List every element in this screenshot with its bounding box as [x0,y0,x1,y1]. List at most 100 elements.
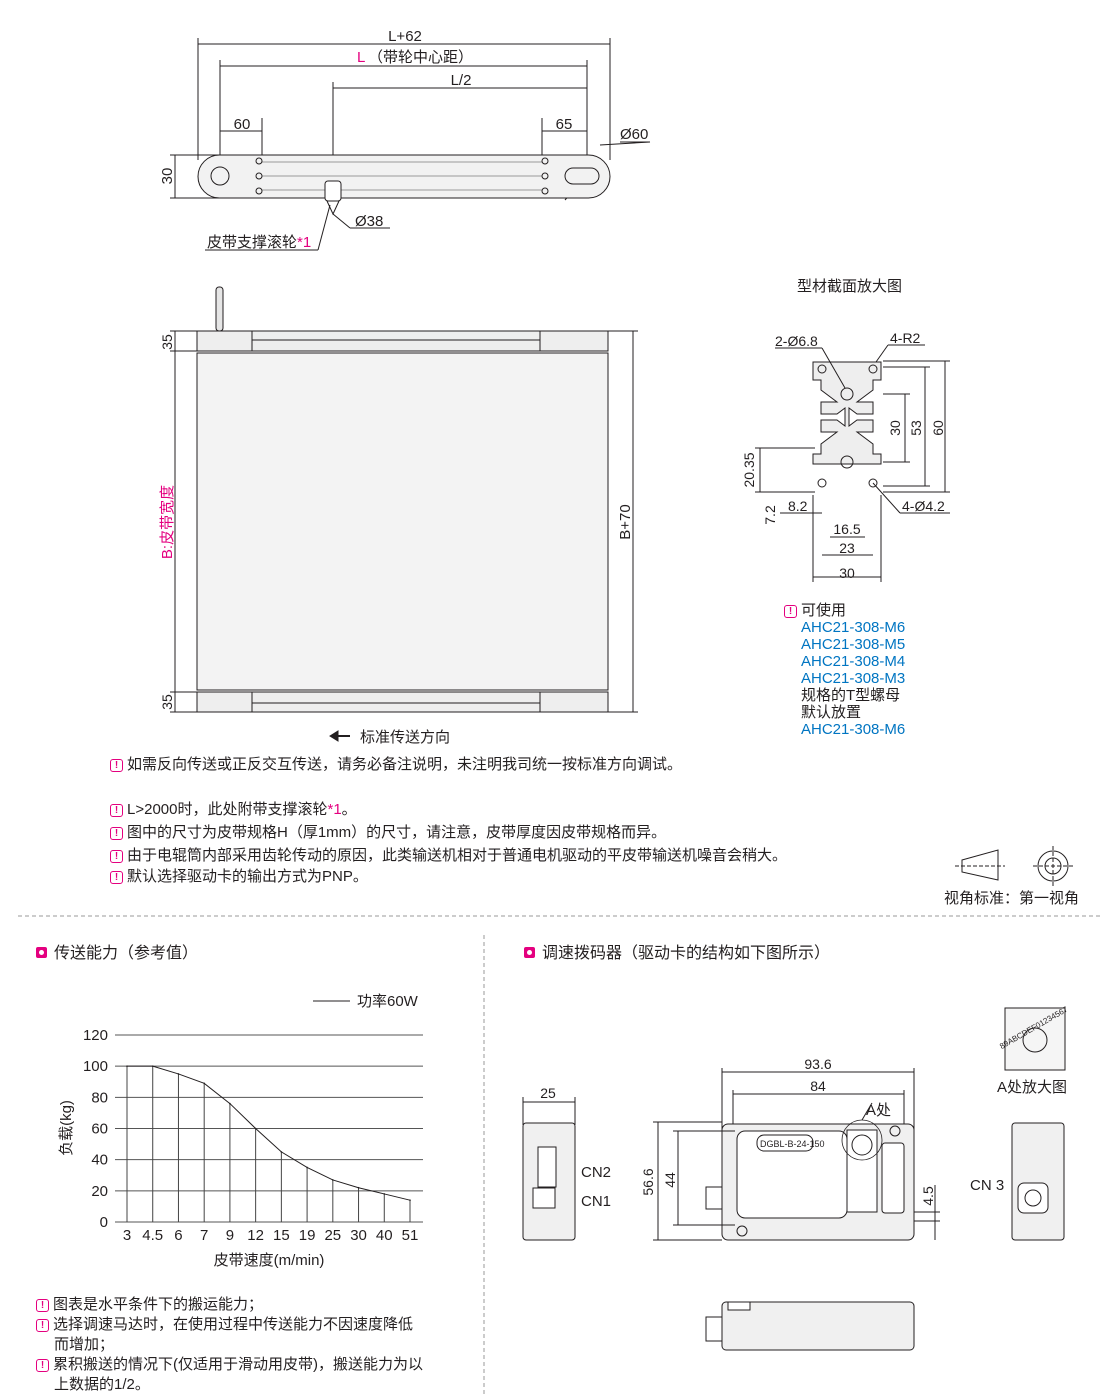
data-point [306,1166,308,1169]
nut-item: AHC21-308-M3 [801,670,906,687]
note-text: 选择调速马达时，在使用过程中传送能力不因速度降低 [53,1316,414,1333]
dim-radius: 4-R2 [890,330,921,346]
nut-default-item: AHC21-308-M6 [801,721,906,738]
dim-165: 16.5 [833,521,860,537]
nut-item: AHC21-308-M4 [801,653,906,670]
warning-icon: ! [36,1359,49,1372]
warning-icon: ! [36,1319,49,1332]
note-text: 累积搬送的情况下(仅适用于滑动用皮带)，搬送能力为以 [53,1356,423,1373]
y-tick-label: 80 [91,1089,108,1106]
dim-right: 65 [556,116,573,133]
capacity-title: 传送能力（参考值） [36,939,198,963]
warning-icon: ! [110,804,123,817]
data-point [229,1102,231,1105]
warning-icon: ! [784,605,797,618]
dim-82: 8.2 [788,498,808,514]
section-icon [36,947,47,958]
dim-left: 60 [234,116,251,133]
a-zoom-label: A处放大图 [997,1079,1067,1096]
x-tick-label: 7 [200,1227,208,1244]
card-label: DGBL-B-24-150 [760,1139,825,1149]
note-text: 上数据的1/2。 [54,1376,150,1393]
dim-84: 84 [810,1078,826,1094]
x-tick-label: 25 [324,1227,341,1244]
nut-default-label: 默认放置 [801,704,862,721]
profile-title: 型材截面放大图 [797,278,902,295]
dim-dia38: Ø38 [355,213,383,230]
cn1-label: CN1 [581,1193,611,1210]
note-text: 由于电辊筒内部采用齿轮传动的原因，此类输送机相对于普通电机驱动的平皮带输送机噪音… [127,847,788,864]
note-reverse: !如需反向传送或正反交互传送，请务必备注说明，未注明我司统一按标准方向调试。 [110,754,682,776]
note-text: 如需反向传送或正反交互传送，请务必备注说明，未注明我司统一按标准方向调试。 [127,756,683,773]
speed-title-text: 调速拨码器（驱动卡的结构如下图所示） [542,945,831,962]
x-tick-label: 9 [226,1227,234,1244]
view-standard: 视角标准：第一视角 [944,890,1080,907]
note-text: 图表是水平条件下的搬运能力； [53,1296,264,1313]
direction-label: 标准传送方向 [360,729,450,746]
note-text: L>2000时，此处附带支撑滚轮 [127,801,328,818]
note-text: 图中的尺寸为皮带规格H（厚1mm）的尺寸，请注意，皮带厚度因皮带规格而异。 [127,824,667,841]
dim-l-text: （带轮中心距） [368,49,473,66]
y-tick-label: 40 [91,1152,108,1169]
x-tick-label: 4.5 [142,1227,163,1244]
first-angle-symbol [955,846,1073,886]
dim-23: 23 [839,540,855,556]
note-text: 默认选择驱动卡的输出方式为PNP。 [127,868,368,885]
data-point [254,1127,257,1130]
note-end: 。 [341,801,357,818]
data-point [357,1186,360,1189]
dim-60: 60 [930,420,946,436]
x-tick-label: 15 [273,1227,290,1244]
cn2-label: CN2 [581,1164,611,1181]
note-4: !默认选择驱动卡的输出方式为PNP。 [110,866,368,888]
nut-item: AHC21-308-M5 [801,636,906,653]
dim-72: 7.2 [762,505,778,525]
dim-total: L+62 [388,28,422,45]
legend-label: 功率60W [357,993,419,1010]
speed-title: 调速拨码器（驱动卡的结构如下图所示） [524,939,830,963]
x-tick-label: 40 [376,1227,393,1244]
data-point [203,1082,205,1085]
dim-44: 44 [662,1172,678,1188]
dim-holes: 2-Ø6.8 [775,333,818,349]
dim-dia60: Ø60 [620,126,648,143]
note-text: 而增加； [54,1336,115,1353]
speed-card-drawings: 25 93.6 84 56.6 44 4.5 A处 DGBL-B-24-150 … [522,1004,1070,1351]
data-point [126,1065,128,1067]
note-mark: *1 [327,801,342,818]
dim-bottom: 35 [159,694,175,710]
note-3: !由于电辊筒内部采用齿轮传动的原因，此类输送机相对于普通电机驱动的平皮带输送机噪… [110,845,787,867]
direction-arrow-icon [329,730,339,742]
data-point [151,1065,154,1067]
series-line-60w [127,1065,411,1201]
x-tick-label: 6 [174,1227,182,1244]
warning-icon: ! [36,1299,49,1312]
y-tick-label: 60 [91,1121,108,1138]
profile-section: 型材截面放大图 2-Ø6.8 4-R2 30 53 60 20.35 7.2 8… [741,278,950,582]
roller-label-text: 皮带支撑滚轮 [207,234,297,251]
dim-top: 35 [159,334,175,350]
dim-25: 25 [540,1085,556,1101]
x-axis-label: 皮带速度(m/min) [214,1252,325,1269]
x-tick-label: 3 [123,1227,131,1244]
nut-item: AHC21-308-M6 [801,619,906,636]
dim-2035: 20.35 [741,452,757,487]
y-tick-label: 20 [91,1183,108,1200]
y-tick-label: 0 [100,1214,108,1231]
note-1: ! L>2000时，此处附带支撑滚轮*1。 [110,799,357,821]
dim-56-6: 56.6 [640,1168,656,1195]
y-axis-label: 负载(kg) [58,1100,75,1156]
y-tick-label: 100 [83,1058,108,1075]
roller-label: 皮带支撑滚轮*1 [207,234,311,251]
x-tick-label: 51 [402,1227,419,1244]
note-2: !图中的尺寸为皮带规格H（厚1mm）的尺寸，请注意，皮带厚度因皮带规格而异。 [110,822,666,844]
dim-93-6: 93.6 [804,1056,831,1072]
nut-note-label: 可使用 [801,602,847,619]
data-point [383,1193,386,1195]
plan-view: 35 35 B:皮带宽度 B+70 标准传送方向 [159,286,638,746]
section-icon [524,947,535,958]
capacity-title-text: 传送能力（参考值） [54,945,199,962]
